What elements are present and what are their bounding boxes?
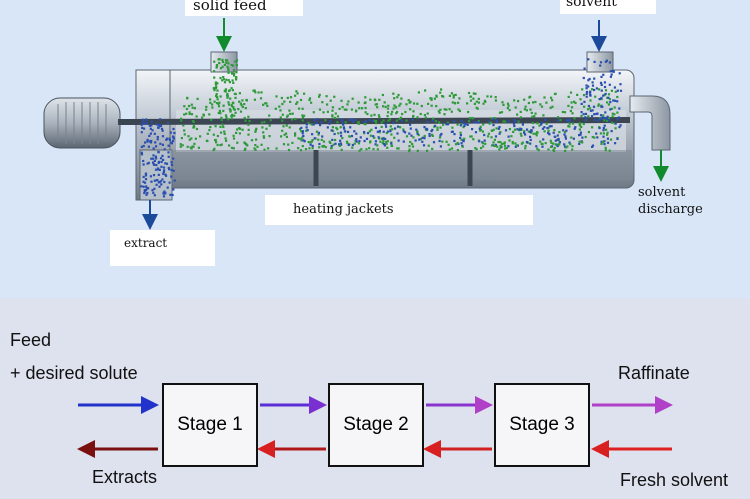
solvent-inlet-label: solvent <box>560 0 656 14</box>
stage-3-box: Stage 3 <box>494 383 590 467</box>
stage-1-box: Stage 1 <box>162 383 258 467</box>
extract-label: extract <box>110 230 215 266</box>
raffinate-label: Raffinate <box>618 363 690 383</box>
feed-label: Feed <box>10 330 52 350</box>
particle-cloud <box>140 58 623 198</box>
solvent-discharge-line2: discharge <box>638 202 703 217</box>
solid-feed-label: solid feed <box>185 0 303 16</box>
heating-jackets-label: heating jackets <box>265 195 533 225</box>
solvent-discharge-label: solvent discharge <box>634 182 738 226</box>
extractor-tube <box>117 51 671 201</box>
desired-solute-label: + desired solute <box>10 363 138 383</box>
motor <box>43 97 121 149</box>
extracts-label: Extracts <box>92 467 158 487</box>
fresh-solvent-label: Fresh solvent <box>620 470 729 490</box>
solvent-discharge-line1: solvent <box>638 185 686 200</box>
stage-2-box: Stage 2 <box>328 383 424 467</box>
